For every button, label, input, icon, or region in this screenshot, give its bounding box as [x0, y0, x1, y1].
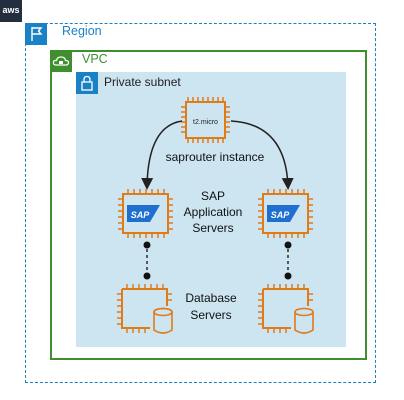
region-container — [25, 23, 376, 383]
aws-logo: aws — [0, 0, 22, 22]
db-servers-caption-line1: Database — [185, 291, 237, 305]
sap-app-server-right-icon — [258, 189, 313, 238]
saprouter-chip-icon — [181, 97, 230, 143]
sap-logo-left: SAP — [131, 210, 151, 220]
app-servers-caption-line3: Servers — [192, 221, 233, 235]
db-server-left-icon — [117, 284, 173, 334]
saprouter-caption: saprouter instance — [166, 150, 265, 164]
saprouter-instance-type: t2.micro — [193, 119, 218, 126]
lock-icon — [76, 72, 98, 94]
sap-app-server-left-icon — [118, 189, 173, 238]
region-label: Region — [62, 24, 102, 38]
region-flag-icon — [25, 23, 47, 45]
connector-right — [284, 241, 292, 280]
sap-logo-right: SAP — [271, 210, 291, 220]
arrow-to-left-app-server — [141, 120, 183, 190]
vpc-label: VPC — [82, 52, 108, 66]
app-servers-caption-line2: Application — [184, 205, 243, 219]
db-servers-caption-line2: Servers — [190, 308, 231, 322]
db-server-right-icon — [258, 284, 314, 334]
app-servers-caption-line1: SAP — [201, 189, 225, 203]
arrow-to-right-app-server — [230, 120, 294, 190]
vpc-container — [50, 50, 367, 360]
vpc-cloud-icon — [50, 50, 72, 72]
private-subnet-label: Private subnet — [104, 75, 181, 89]
connector-left — [143, 241, 151, 280]
